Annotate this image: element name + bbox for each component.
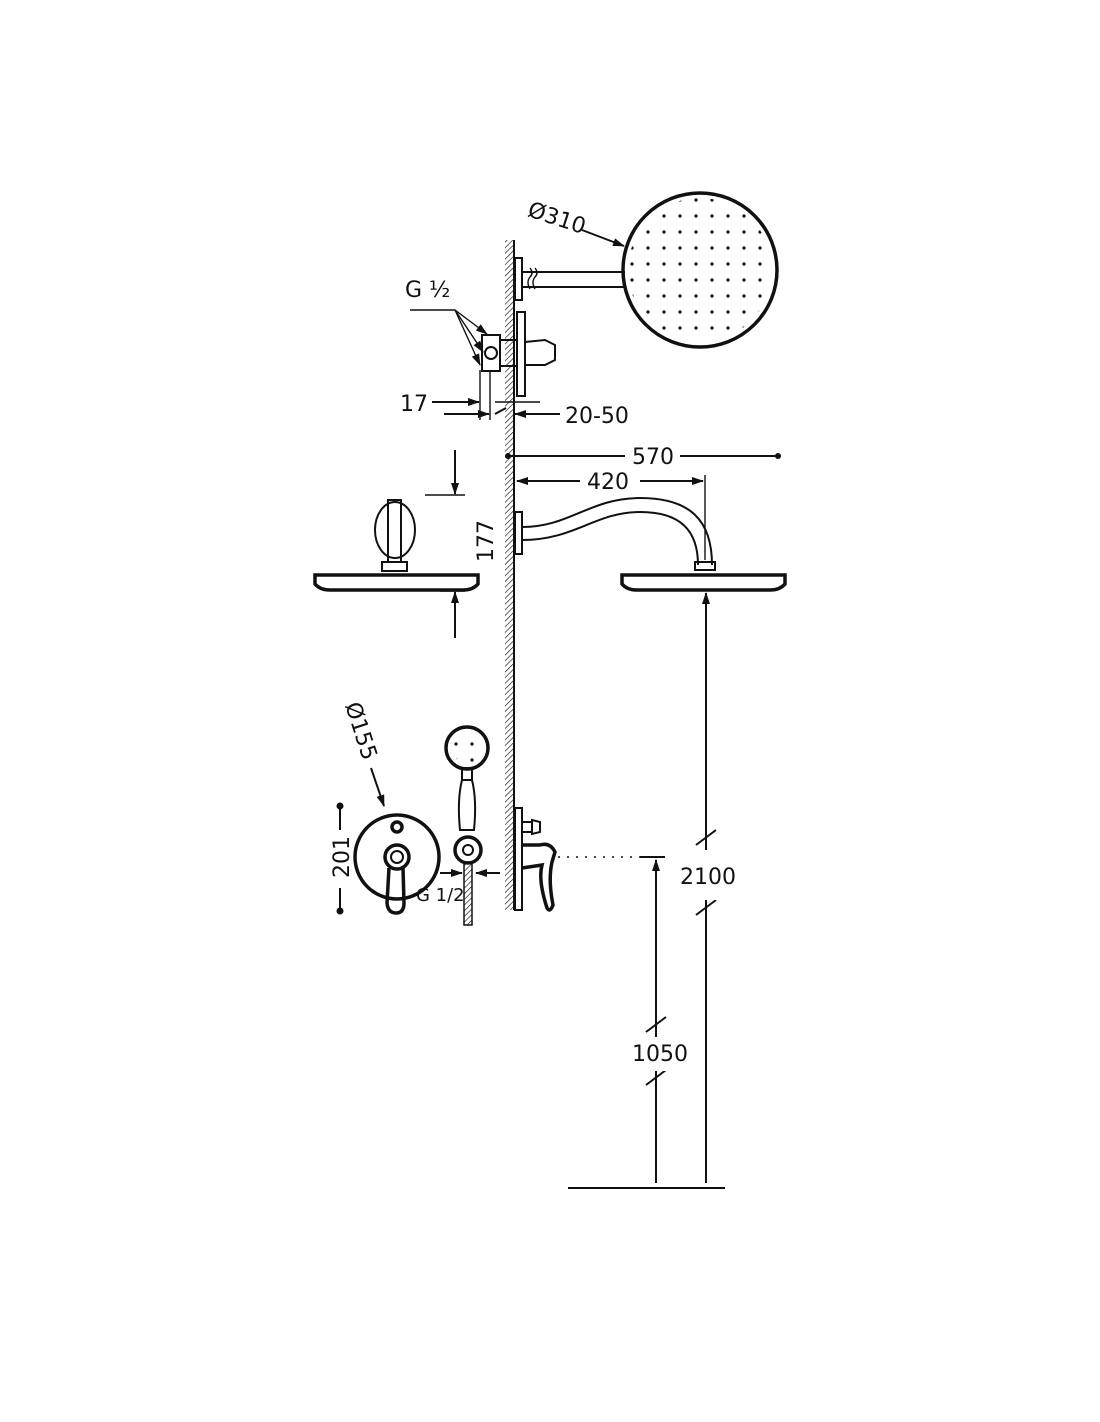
arm-projection-label: 420 xyxy=(587,470,629,495)
inlet-leader xyxy=(410,309,488,366)
plate-height-label: 201 xyxy=(330,836,355,878)
mixer-plate-front-view xyxy=(353,813,441,915)
shower-head-top-view xyxy=(514,191,779,349)
mixer-height-dimension xyxy=(558,856,680,1183)
head-mount-height-label: 2100 xyxy=(680,865,736,890)
wall xyxy=(505,240,515,910)
wall-recess-label: 20-50 xyxy=(565,404,629,429)
valve-top-view xyxy=(481,311,556,397)
head-height-dimension xyxy=(425,450,465,638)
total-projection-label: 570 xyxy=(632,445,674,470)
depth-dimensions xyxy=(432,370,560,420)
head-height-label: 177 xyxy=(474,520,499,562)
plate-height-dimension xyxy=(336,802,344,915)
projection-dimensions xyxy=(505,453,781,560)
head-diameter-label: Ø310 xyxy=(525,198,589,240)
hand-shower xyxy=(444,725,490,926)
mixer-height-label: 1050 xyxy=(632,1042,688,1067)
shower-arm-side-view xyxy=(514,496,787,592)
head-mount-height-dimension xyxy=(690,592,730,1183)
outlet-thread-label: G 1/2 xyxy=(416,885,465,906)
mixer-side-view xyxy=(514,807,557,912)
valve-depth-label: 17 xyxy=(400,392,428,417)
shower-head-side-view xyxy=(313,499,480,592)
inlet-thread-label: G ½ xyxy=(405,278,450,303)
plate-diameter-label: Ø155 xyxy=(339,699,381,763)
